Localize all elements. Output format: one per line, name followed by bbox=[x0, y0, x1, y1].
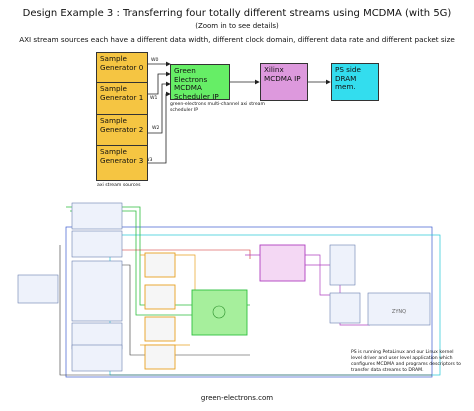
port-label-w3: W3 bbox=[145, 158, 153, 163]
detail-fifo-block-3 bbox=[144, 316, 176, 342]
detail-scheduler-block bbox=[191, 289, 248, 336]
xilinx-label: Xilinx MCDMA IP bbox=[264, 65, 301, 83]
gen2-connector bbox=[148, 81, 171, 134]
detail-gen-block-4 bbox=[71, 344, 123, 372]
detailed-block-design: ZYNQ bbox=[17, 202, 441, 378]
port-label-w1: W1 bbox=[150, 96, 158, 101]
detail-gen-block-3 bbox=[71, 322, 123, 350]
detail-fifo-block-1 bbox=[144, 252, 176, 278]
subtitle: AXI stream sources each have a different… bbox=[19, 35, 455, 44]
detail-scheduler-glyph bbox=[212, 305, 226, 319]
ps-dram-block: PS side DRAM mem. bbox=[331, 63, 379, 101]
sample-generator-3-label: Sample Generator 3 bbox=[100, 147, 144, 165]
detail-interconnect-block bbox=[71, 260, 123, 322]
detail-mcdma-block bbox=[259, 244, 306, 282]
detail-zynq-ps-block bbox=[367, 292, 431, 326]
port-label-w0: W0 bbox=[151, 58, 159, 63]
xilinx-mcdma-block: Xilinx MCDMA IP bbox=[260, 63, 308, 101]
detail-fifo-block-4 bbox=[144, 344, 176, 370]
detail-fifo-block-2 bbox=[144, 284, 176, 310]
generators-caption: axi stream sources bbox=[97, 183, 141, 188]
ps-label: PS side DRAM mem. bbox=[335, 65, 361, 92]
sample-generator-2-label: Sample Generator 2 bbox=[100, 116, 144, 134]
detail-gen-block-1 bbox=[71, 202, 123, 230]
wire-frame-blue bbox=[65, 226, 433, 378]
detail-axi-interconnect-1 bbox=[329, 244, 356, 286]
green-electrons-scheduler-block: Green Electrons MCDMA Scheduler IP bbox=[170, 64, 230, 101]
detail-axi-interconnect-2 bbox=[329, 292, 361, 324]
zoom-hint: (Zoom in to see details) bbox=[195, 22, 279, 30]
wire-red bbox=[110, 249, 251, 259]
gen3-connector bbox=[148, 91, 171, 164]
detail-gen-block-2 bbox=[71, 230, 123, 258]
petalinux-note: PS is running PetaLinux and our Linux ke… bbox=[351, 350, 461, 373]
footer-url: green-electrons.com bbox=[200, 394, 274, 402]
scheduler-label: Green Electrons MCDMA Scheduler IP bbox=[174, 66, 219, 101]
block-diagram-connectors bbox=[148, 61, 331, 164]
wire-dark-2 bbox=[120, 264, 250, 356]
gen1-connector bbox=[148, 71, 171, 95]
detail-clk-block bbox=[17, 274, 59, 304]
scheduler-caption: green-electrons multi-channel axi stream… bbox=[170, 102, 265, 113]
sample-generator-2: Sample Generator 2 bbox=[96, 114, 148, 150]
port-label-w2: W2 bbox=[152, 126, 160, 131]
detail-zynq-label: ZYNQ bbox=[392, 309, 406, 315]
wire-dark-1 bbox=[59, 245, 432, 376]
page-title: Design Example 3 : Transferring four tot… bbox=[22, 8, 452, 19]
sample-generator-3: Sample Generator 3 bbox=[96, 145, 148, 181]
sample-generator-0-label: Sample Generator 0 bbox=[100, 54, 144, 72]
sample-generator-1-label: Sample Generator 1 bbox=[100, 84, 144, 102]
sample-generator-1: Sample Generator 1 bbox=[96, 82, 148, 118]
